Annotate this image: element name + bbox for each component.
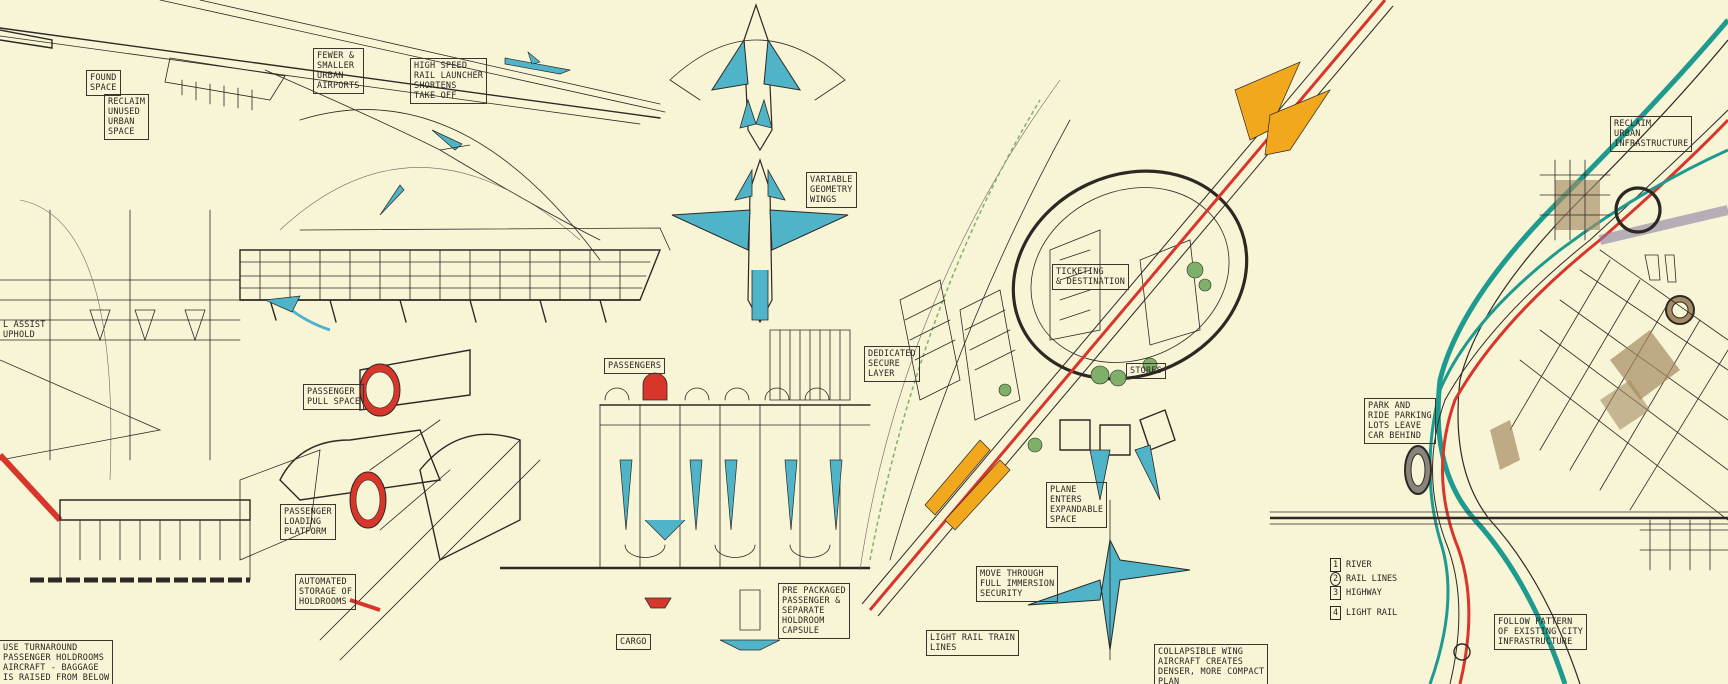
legend-key: 1	[1330, 558, 1341, 572]
aircraft-variable-geometry	[671, 158, 849, 324]
note-bottom-left: USE TURNAROUND PASSENGER HOLDROOMS AIRCR…	[0, 640, 114, 684]
note-dedicated-secure-layer: DEDICATED SECURE LAYER	[864, 346, 920, 382]
legend-item-rail-lines: 2 RAIL LINES	[1330, 572, 1397, 586]
legend-label: RAIL LINES	[1346, 574, 1398, 584]
note-park-and-ride: PARK AND RIDE PARKING LOTS LEAVE CAR BEH…	[1364, 398, 1436, 444]
legend-item-river: 1 RIVER	[1330, 558, 1397, 572]
oval-terminal-plan	[859, 0, 1394, 661]
legend-label: HIGHWAY	[1346, 588, 1382, 598]
holdroom-capsule-tubes	[239, 349, 541, 661]
note-variable-wings: VARIABLE GEOMETRY WINGS	[806, 172, 857, 208]
loading-platform-section	[0, 359, 251, 583]
note-passengers: PASSENGERS	[604, 358, 666, 374]
aircraft-silhouette-small	[379, 51, 572, 216]
legend-item-light-rail: 4 LIGHT RAIL	[1330, 606, 1397, 620]
note-high-speed-rail: HIGH SPEED RAIL LAUNCHER SHORTENS TAKE O…	[410, 58, 488, 104]
legend-key: 4	[1330, 606, 1341, 620]
legend-label: LIGHT RAIL	[1346, 608, 1398, 618]
note-passenger-pull-space: PASSENGER PULL SPACE	[303, 384, 365, 410]
terminal-section	[239, 227, 671, 332]
note-cargo: CARGO	[616, 634, 651, 650]
note-collapsible-wing: COLLAPSIBLE WING AIRCRAFT CREATES DENSER…	[1154, 644, 1269, 684]
legend-key: 2	[1330, 572, 1341, 586]
note-stores: STORES	[1126, 363, 1166, 379]
note-reclaim-infrastructure: RECLAIM URBAN INFRASTRUCTURE	[1610, 116, 1693, 152]
note-follow-pattern: FOLLOW PATTERN OF EXISTING CITY INFRASTR…	[1494, 614, 1588, 650]
hangar-grid	[0, 199, 241, 481]
note-reclaim-unused-space: RECLAIM UNUSED URBAN SPACE	[104, 94, 150, 140]
holdroom-rack-section	[500, 329, 871, 651]
note-automated-holdrooms: AUTOMATED STORAGE OF HOLDROOMS	[295, 574, 357, 610]
map-legend: 1 RIVER 2 RAIL LINES 3 HIGHWAY 4 LIGHT RAIL	[1330, 558, 1397, 620]
note-plane-enters: PLANE ENTERS EXPANDABLE SPACE	[1046, 482, 1108, 528]
legend-label: RIVER	[1346, 560, 1372, 570]
note-found-space: FOUND SPACE	[86, 70, 121, 96]
note-light-rail-train: LIGHT RAIL TRAIN LINES	[926, 630, 1020, 656]
rail-launcher-perspective	[0, 0, 666, 261]
note-ticketing: TICKETING & DESTINATION	[1052, 264, 1130, 290]
note-fewer-airports: FEWER & SMALLER URBAN AIRPORTS	[313, 48, 364, 94]
aircraft-plan-view-top	[669, 3, 846, 152]
note-left-edge: L ASSIST UPHOLD	[3, 320, 46, 340]
city-infrastructure-plan	[1269, 18, 1728, 684]
note-passenger-platform: PASSENGER LOADING PLATFORM	[280, 504, 336, 540]
note-move-through-security: MOVE THROUGH FULL IMMERSION SECURITY	[976, 566, 1059, 602]
legend-key: 3	[1330, 586, 1341, 600]
legend-item-highway: 3 HIGHWAY	[1330, 586, 1397, 600]
note-pre-packaged-capsule: PRE PACKAGED PASSENGER & SEPARATE HOLDRO…	[778, 583, 850, 639]
